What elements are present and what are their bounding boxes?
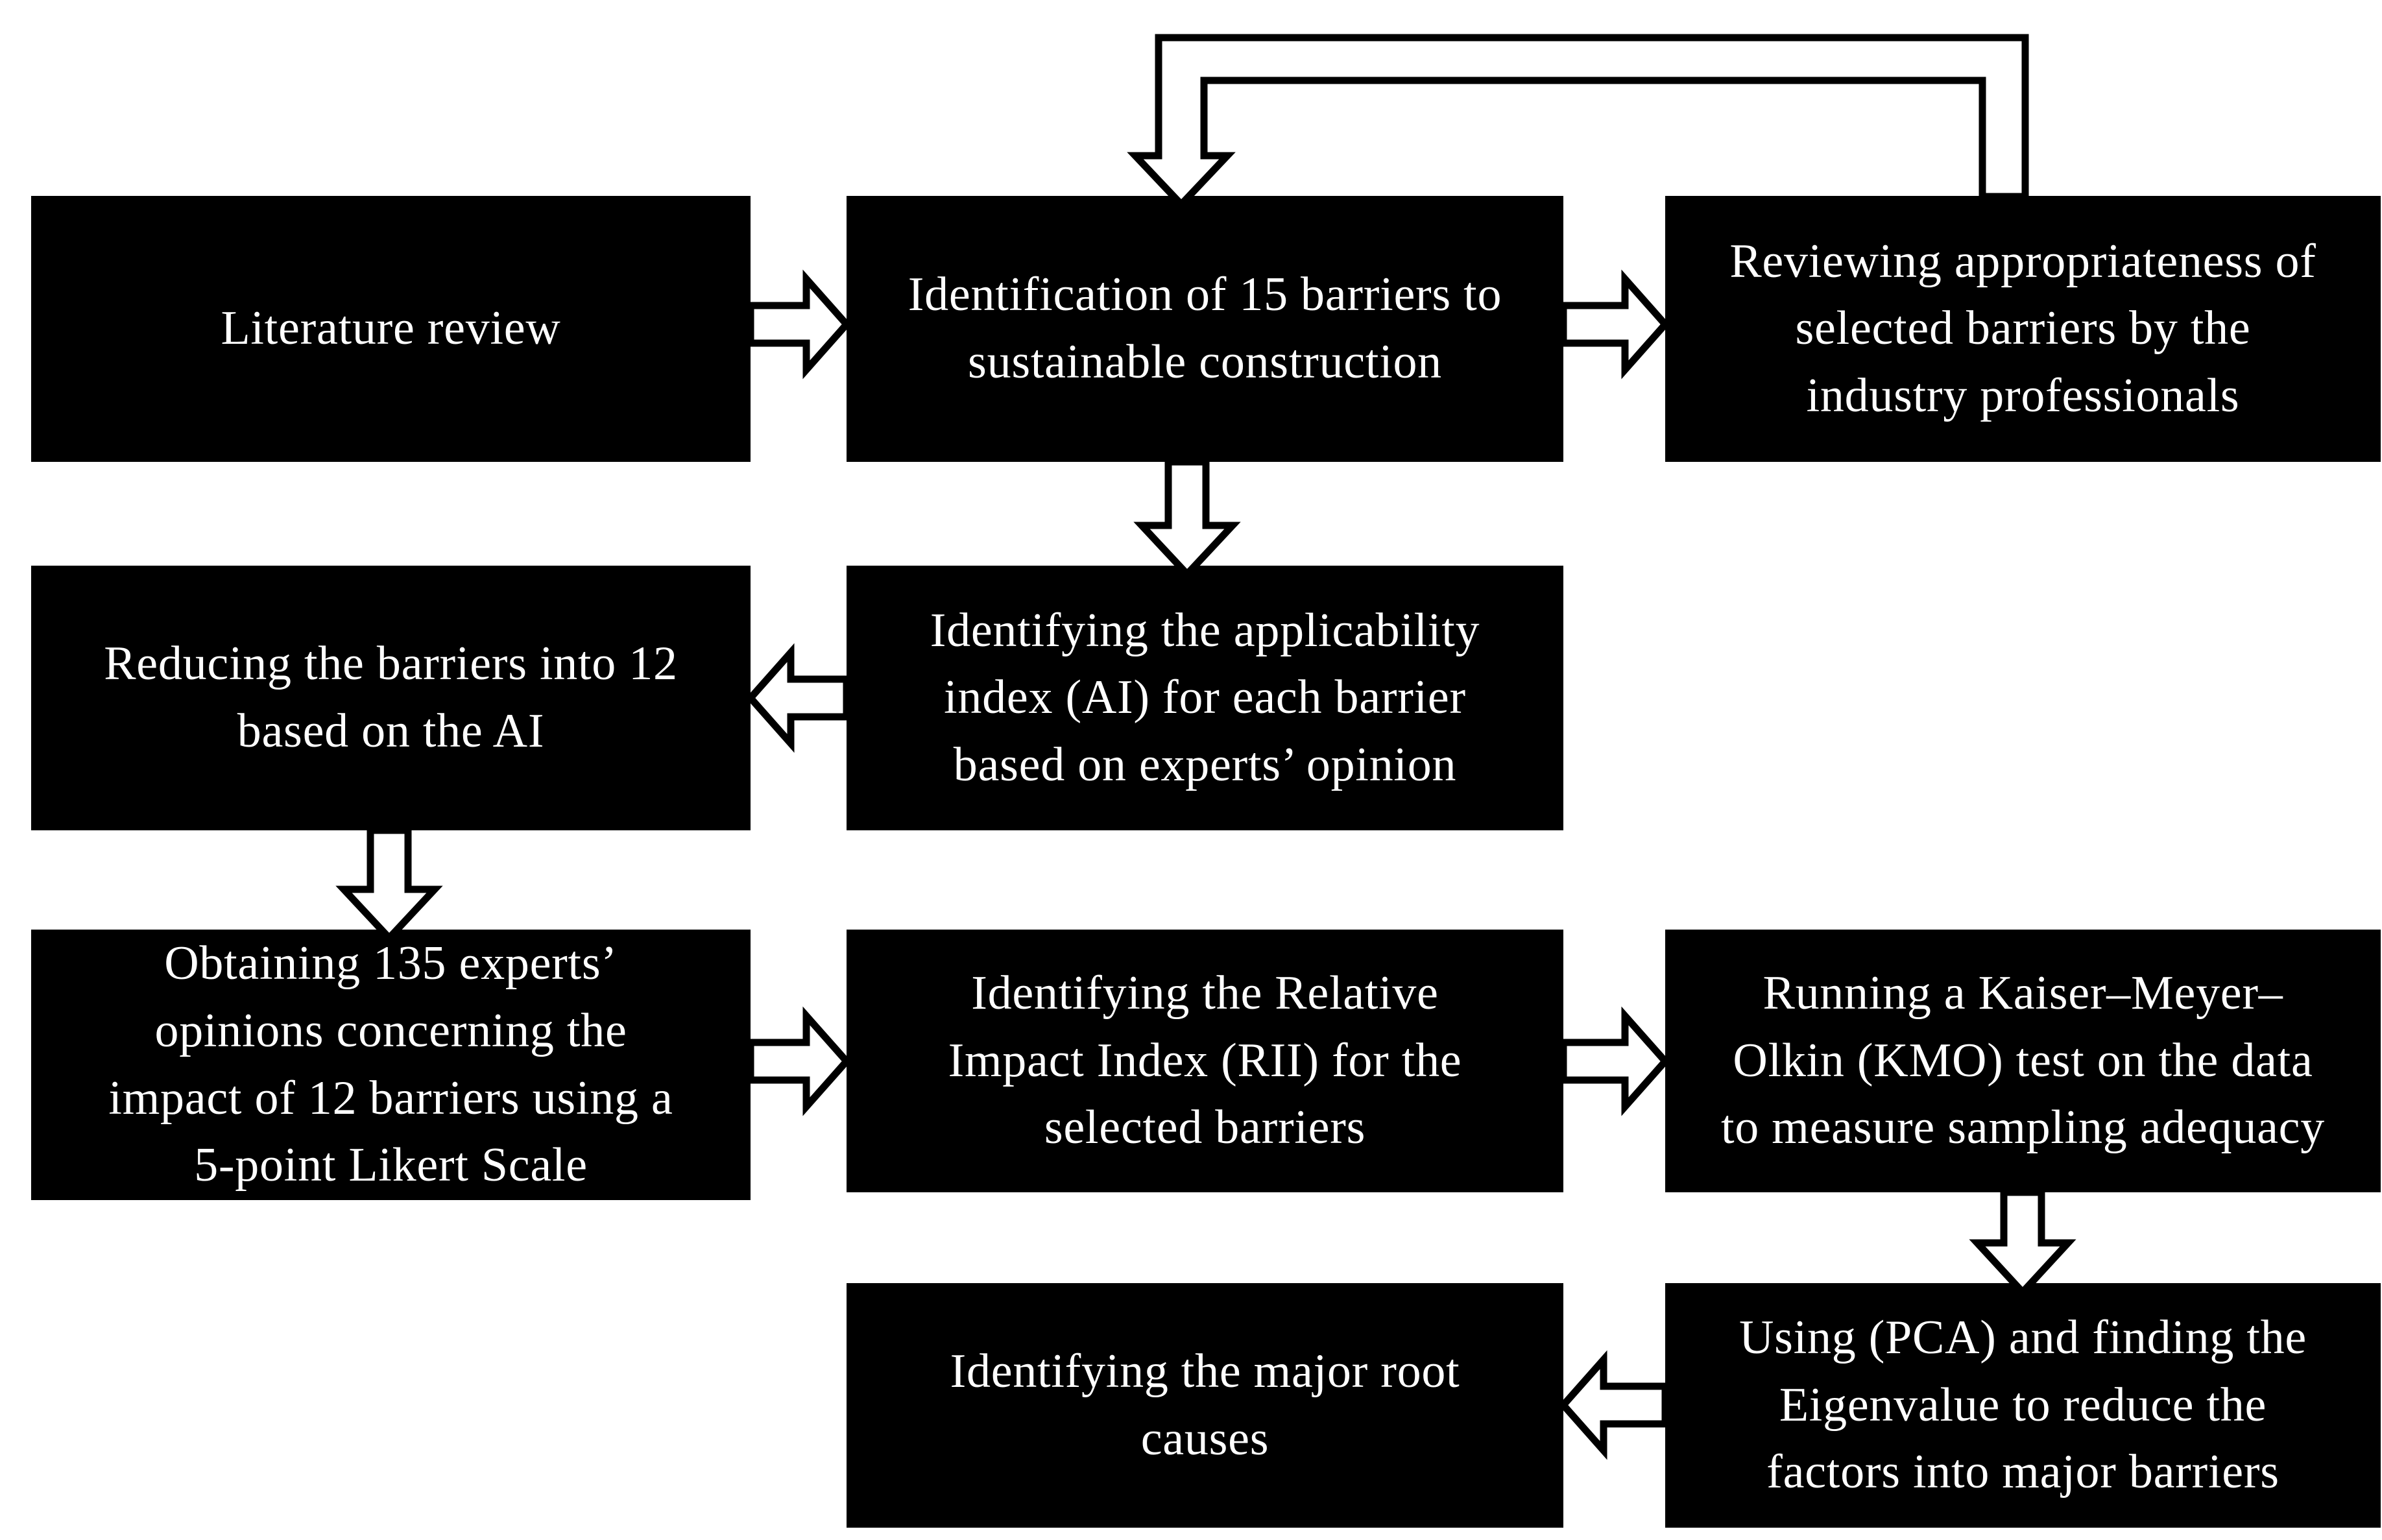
arrow-identification-to-applicability xyxy=(1133,458,1241,580)
arrow-reducing-to-obtaining xyxy=(335,826,443,944)
flow-box-literature-review: Literature review xyxy=(31,196,751,462)
flow-box-reducing-barriers-12: Reducing the barriers into 12 based on t… xyxy=(31,566,751,830)
flow-box-applicability-index: Identifying the applicability index (AI)… xyxy=(847,566,1563,830)
flow-box-reviewing-appropriateness: Reviewing appropriateness of selected ba… xyxy=(1665,196,2381,462)
flow-box-identification-15-barriers: Identification of 15 barriers to sustain… xyxy=(847,196,1563,462)
flow-box-relative-impact-index: Identifying the Relative Impact Index (R… xyxy=(847,930,1563,1192)
arrow-literature-to-identification xyxy=(747,269,852,379)
arrow-identification-to-review xyxy=(1559,269,1670,379)
flow-box-kmo-test: Running a Kaiser–Meyer– Olkin (KMO) test… xyxy=(1665,930,2381,1192)
arrow-rii-to-kmo xyxy=(1559,1006,1670,1116)
arrow-pca-to-root-causes xyxy=(1558,1350,1669,1460)
arrow-kmo-to-pca xyxy=(1969,1188,2076,1298)
arrow-applicability-to-reducing xyxy=(745,643,850,753)
flow-box-pca-eigenvalue: Using (PCA) and finding the Eigenvalue t… xyxy=(1665,1283,2381,1528)
feedback-arrow-review-to-identification xyxy=(1127,34,2029,210)
flow-box-obtaining-135-opinions: Obtaining 135 experts’ opinions concerni… xyxy=(31,930,751,1200)
arrow-obtaining-to-rii xyxy=(747,1006,852,1116)
flow-box-major-root-causes: Identifying the major root causes xyxy=(847,1283,1563,1528)
